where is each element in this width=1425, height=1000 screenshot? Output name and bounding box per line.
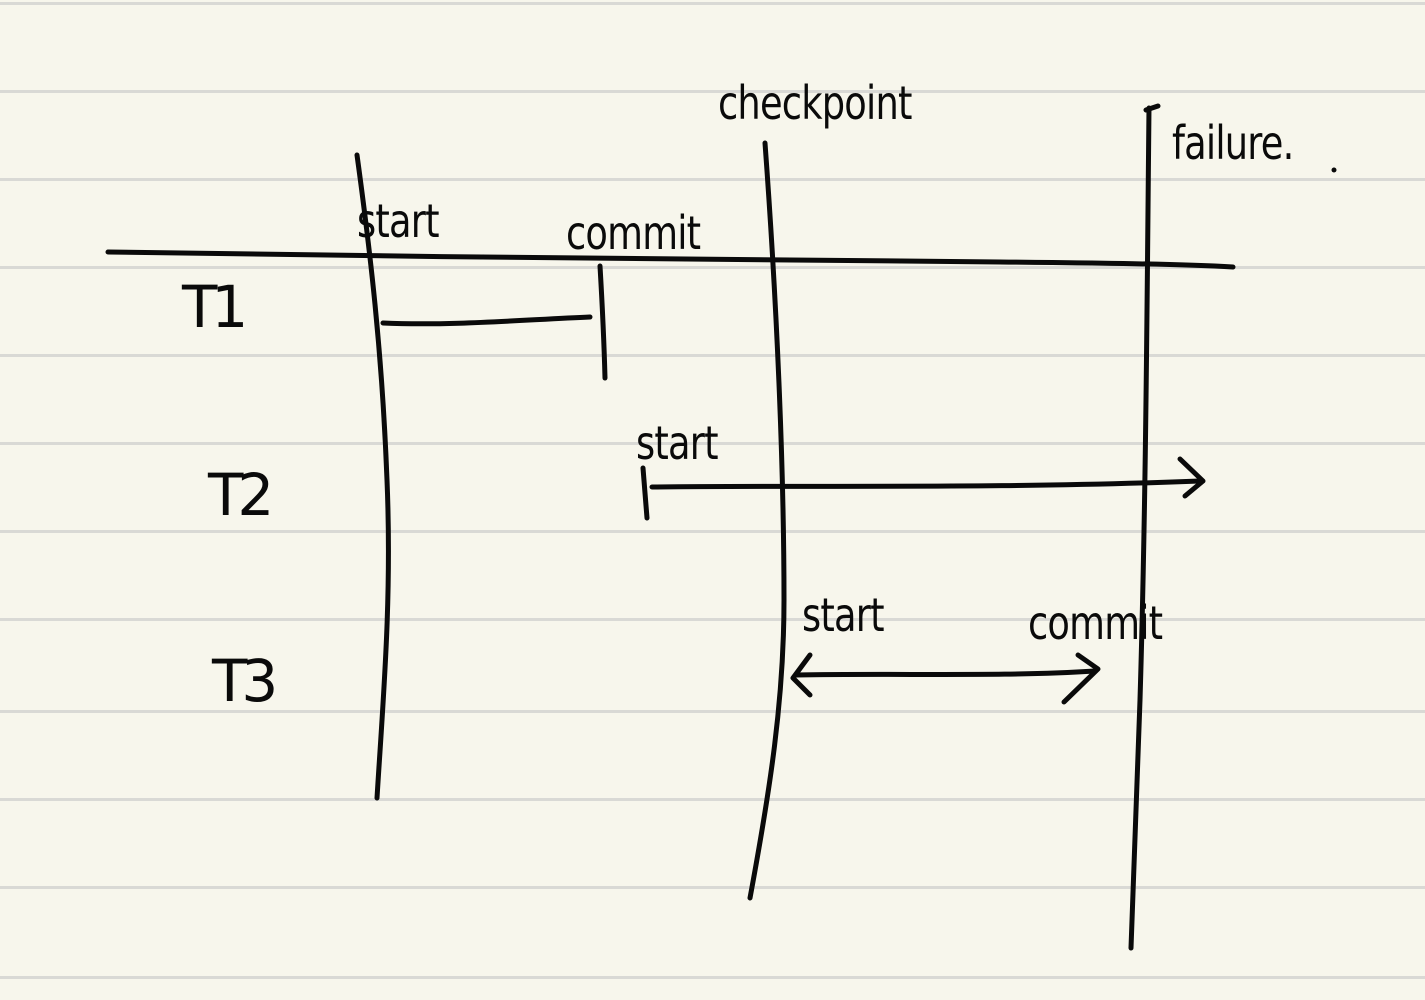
ruled-line <box>0 618 1425 621</box>
t3-right-arrow-head <box>1061 652 1101 705</box>
vertical-line-failure <box>1128 105 1152 951</box>
ruled-line <box>0 178 1425 181</box>
t2-start-mark <box>640 465 650 521</box>
ruled-line <box>0 530 1425 533</box>
ruled-line <box>0 90 1425 93</box>
ruled-line <box>0 886 1425 889</box>
t2-label: T2 <box>208 461 274 529</box>
t2-duration-arrow <box>649 478 1203 490</box>
vertical-line-checkpoint <box>747 140 787 901</box>
t2-arrow-head <box>1177 456 1206 499</box>
ruled-line <box>0 976 1425 979</box>
checkpoint-label: checkpoint <box>718 76 912 130</box>
ruled-line <box>0 442 1425 445</box>
failure-dot <box>1331 167 1337 173</box>
t3-label: T3 <box>212 647 278 715</box>
t1-duration-bar <box>380 314 593 327</box>
t1-label: T1 <box>182 273 248 341</box>
vertical-line-start <box>354 152 391 801</box>
t2-start-label: start <box>636 416 719 470</box>
ruled-line <box>0 710 1425 713</box>
t3-left-arrow-head <box>790 652 813 698</box>
t3-commit-label: commit <box>1028 596 1163 650</box>
t1-start-label: start <box>357 194 440 248</box>
ruled-line <box>0 266 1425 269</box>
t3-duration-arrow <box>793 668 1098 678</box>
t3-start-label: start <box>802 588 885 642</box>
t1-commit-label: commit <box>566 206 701 260</box>
ruled-line <box>0 354 1425 357</box>
failure-tick <box>1143 103 1161 113</box>
ruled-line <box>0 2 1425 5</box>
ruled-line <box>0 798 1425 801</box>
t1-commit-mark <box>597 263 608 381</box>
time-axis <box>105 249 1236 270</box>
failure-label: failure. <box>1172 116 1294 170</box>
